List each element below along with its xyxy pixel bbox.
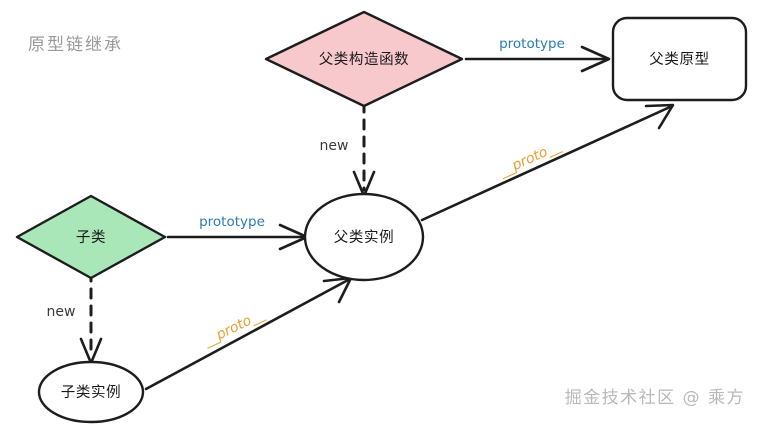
node-label: 子类实例 [61, 384, 121, 401]
node-label: 父类原型 [649, 51, 709, 68]
page-title: 原型链继承 [28, 35, 123, 55]
edge-line [420, 105, 672, 222]
node-label: 子类 [76, 229, 106, 246]
arrow-head-icon [580, 45, 611, 73]
edge-parent-constructor-to-parent-prototype: prototype [464, 36, 611, 73]
edge-line [144, 278, 350, 391]
edge-label: new [47, 304, 76, 320]
node-child-instance[interactable]: 子类实例 [37, 360, 145, 424]
node-parent-constructor[interactable]: 父类构造函数 [264, 10, 464, 108]
ellipse-shape [37, 360, 145, 424]
edge-parent-constructor-to-parent-instance: new [320, 101, 376, 198]
node-label: 父类实例 [334, 229, 394, 246]
node-parent-prototype[interactable]: 父类原型 [611, 16, 748, 102]
diamond-shape [15, 194, 167, 280]
node-parent-instance[interactable]: 父类实例 [303, 192, 425, 282]
edge-parent-instance-to-parent-prototype: __proto__ [420, 103, 675, 222]
edge-child-constructor-to-parent-instance: prototype [166, 214, 309, 251]
edge-child-constructor-to-child-instance: new [47, 270, 103, 365]
node-child-constructor[interactable]: 子类 [15, 194, 167, 280]
node-label: 父类构造函数 [319, 51, 410, 68]
diamond-shape [264, 10, 464, 108]
edge-label: prototype [199, 214, 265, 230]
edge-child-instance-to-parent-instance: __proto__ [144, 276, 353, 391]
ellipse-shape [303, 192, 425, 282]
rounded-rect-shape [611, 16, 748, 102]
edge-label: prototype [499, 36, 565, 52]
watermark: 掘金技术社区 @ 乘方 [565, 388, 745, 408]
arrow-head-icon [644, 103, 675, 130]
edge-label: new [320, 138, 349, 154]
